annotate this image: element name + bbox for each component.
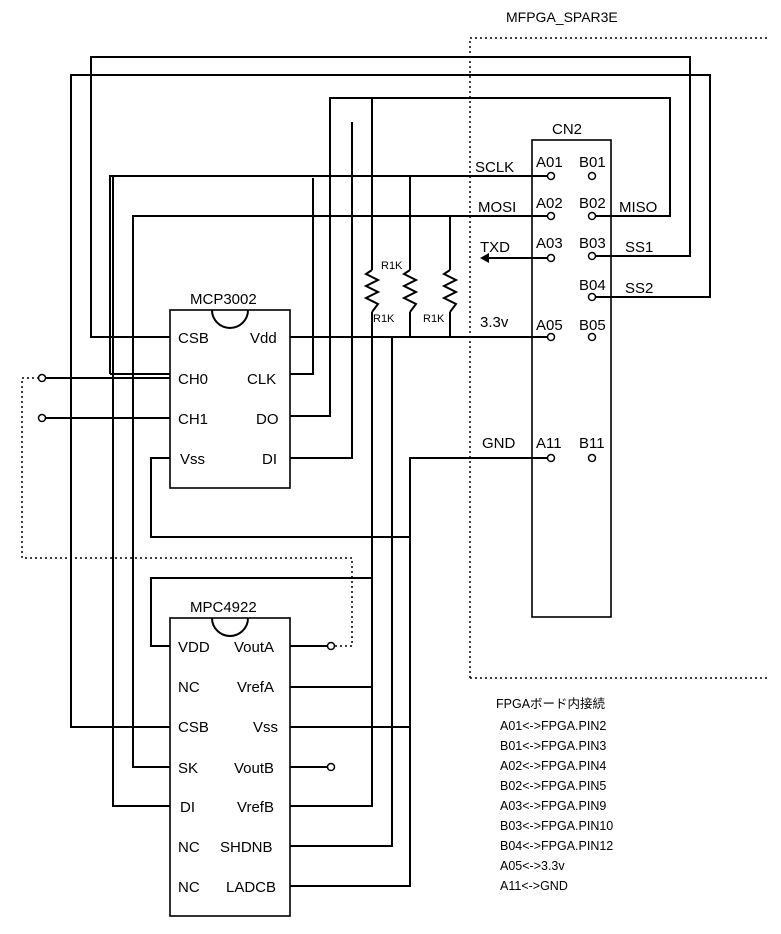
pin-b05: B05 xyxy=(579,317,606,334)
signal-ss1: SS1 xyxy=(625,239,653,256)
notes-line-7: B04<->FPGA.PIN12 xyxy=(500,839,613,853)
pin-b03: B03 xyxy=(579,235,606,252)
dac-pin-vrefa: VrefA xyxy=(237,679,274,696)
feedback-loop xyxy=(21,377,353,647)
notes-line-2: B01<->FPGA.PIN3 xyxy=(500,739,606,753)
terminal-b05 xyxy=(587,332,597,342)
signal-sclk: SCLK xyxy=(475,159,514,176)
signal-txd: TXD xyxy=(480,239,510,256)
dac-pin-sk: SK xyxy=(178,760,198,777)
terminal-ch1-in xyxy=(37,413,47,423)
terminal-b02 xyxy=(587,211,597,221)
dac-pin-ladcb: LADCB xyxy=(226,879,276,896)
pin-a03: A03 xyxy=(536,235,563,252)
notes-line-1: A01<->FPGA.PIN2 xyxy=(500,719,606,733)
signal-miso: MISO xyxy=(619,199,657,216)
notes-block: FPGAボード内接続 A01<->FPGA.PIN2 B01<->FPGA.PI… xyxy=(496,696,613,893)
pin-b02: B02 xyxy=(579,195,606,212)
terminal-a11 xyxy=(546,453,556,463)
terminal-a02 xyxy=(546,211,556,221)
dac-notch xyxy=(211,617,249,637)
pin-a01: A01 xyxy=(536,154,563,171)
connector-pin-labels: A01 B01 A02 B02 A03 B03 B04 A05 B05 A11 … xyxy=(536,154,606,452)
pin-b04: B04 xyxy=(579,277,606,294)
adc-chip xyxy=(169,309,291,489)
adc-pin-di: DI xyxy=(262,451,277,468)
dac-pin-nc3: NC xyxy=(178,879,200,896)
signal-ss2: SS2 xyxy=(625,280,653,297)
terminal-b04 xyxy=(587,292,597,302)
pin-a02: A02 xyxy=(536,195,563,212)
terminal-vouta-out xyxy=(326,641,336,651)
resistor-label-2: R1K xyxy=(381,260,403,272)
adc-pin-ch0: CH0 xyxy=(178,371,208,388)
adc-pin-ch1: CH1 xyxy=(178,411,208,428)
dac-pin-csb: CSB xyxy=(178,719,209,736)
pin-a11: A11 xyxy=(536,435,562,452)
resistor-label-1: R1K xyxy=(373,313,395,325)
adc-pin-do: DO xyxy=(256,411,279,428)
dac-pin-vrefb: VrefB xyxy=(237,799,274,816)
resistor-label-3: R1K xyxy=(423,313,445,325)
notes-line-4: B02<->FPGA.PIN5 xyxy=(500,779,606,793)
dac-pin-nc1: NC xyxy=(178,679,200,696)
pin-b11: B11 xyxy=(579,435,605,452)
terminal-voutb-out xyxy=(326,762,336,772)
adc-pin-clk: CLK xyxy=(247,371,276,388)
terminal-b01 xyxy=(587,171,597,181)
terminal-ch0-in xyxy=(37,373,47,383)
dac-pin-di: DI xyxy=(180,799,195,816)
wires xyxy=(44,56,711,887)
dac-name: MPC4922 xyxy=(190,599,257,616)
terminal-b11 xyxy=(587,453,597,463)
terminal-a05 xyxy=(546,332,556,342)
terminal-b03 xyxy=(587,251,597,261)
notes-line-9: A11<->GND xyxy=(500,879,568,893)
notes-line-5: A03<->FPGA.PIN9 xyxy=(500,799,606,813)
connector-name: CN2 xyxy=(552,121,582,138)
pin-b01: B01 xyxy=(579,154,606,171)
dac-pin-vdd: VDD xyxy=(178,639,210,656)
signal-mosi: MOSI xyxy=(478,199,516,216)
notes-line-3: A02<->FPGA.PIN4 xyxy=(500,759,606,773)
dac-pin-voutb: VoutB xyxy=(234,760,274,777)
notes-title: FPGAボード内接続 xyxy=(496,696,606,711)
notes-line-6: B03<->FPGA.PIN10 xyxy=(500,819,613,833)
pin-a05: A05 xyxy=(536,317,563,334)
dac-pin-vss: Vss xyxy=(253,719,278,736)
notes-line-8: A05<->3.3v xyxy=(500,859,565,873)
adc-pin-vss: Vss xyxy=(180,451,205,468)
connector-cn2 xyxy=(531,139,612,618)
adc-pin-vdd: Vdd xyxy=(250,330,277,347)
adc-notch xyxy=(211,309,249,329)
terminal-a01 xyxy=(546,171,556,181)
signal-3v3: 3.3v xyxy=(480,314,509,331)
dac-chip xyxy=(169,617,291,917)
adc-name: MCP3002 xyxy=(190,291,257,308)
dac-pin-shdnb: SHDNB xyxy=(220,839,273,856)
board-boundary xyxy=(469,37,770,678)
txd-arrow-icon xyxy=(480,253,489,263)
terminal-a03 xyxy=(546,253,556,263)
dac-pin-vouta: VoutA xyxy=(234,639,274,656)
signal-gnd: GND xyxy=(482,435,516,452)
dac-pin-nc2: NC xyxy=(178,839,200,856)
board-title: MFPGA_SPAR3E xyxy=(506,9,618,25)
pullup-resistors xyxy=(363,269,459,313)
terminals xyxy=(37,171,597,772)
adc-pin-csb: CSB xyxy=(178,330,209,347)
